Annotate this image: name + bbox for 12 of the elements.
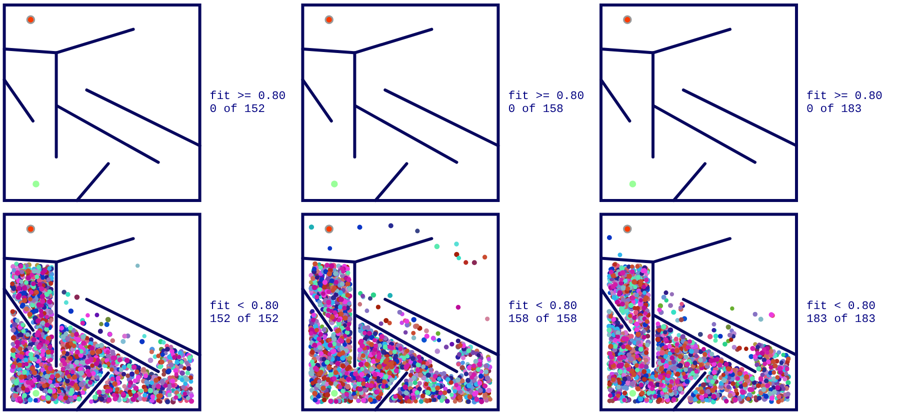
count-label: 0 of 183 xyxy=(806,104,862,116)
threshold-label: fit < 0.80 xyxy=(508,301,578,314)
threshold-label: fit >= 0.80 xyxy=(806,91,882,103)
threshold-label: fit < 0.80 xyxy=(210,301,279,314)
threshold-label: fit < 0.80 xyxy=(806,301,876,314)
count-label: 158 of 158 xyxy=(508,314,578,326)
count-label: 152 of 152 xyxy=(210,314,279,326)
count-label: 0 of 152 xyxy=(210,104,266,116)
count-label: 0 of 158 xyxy=(508,104,564,116)
threshold-label: fit >= 0.80 xyxy=(210,91,286,103)
threshold-label: fit >= 0.80 xyxy=(508,91,584,103)
count-label: 183 of 183 xyxy=(806,314,876,326)
